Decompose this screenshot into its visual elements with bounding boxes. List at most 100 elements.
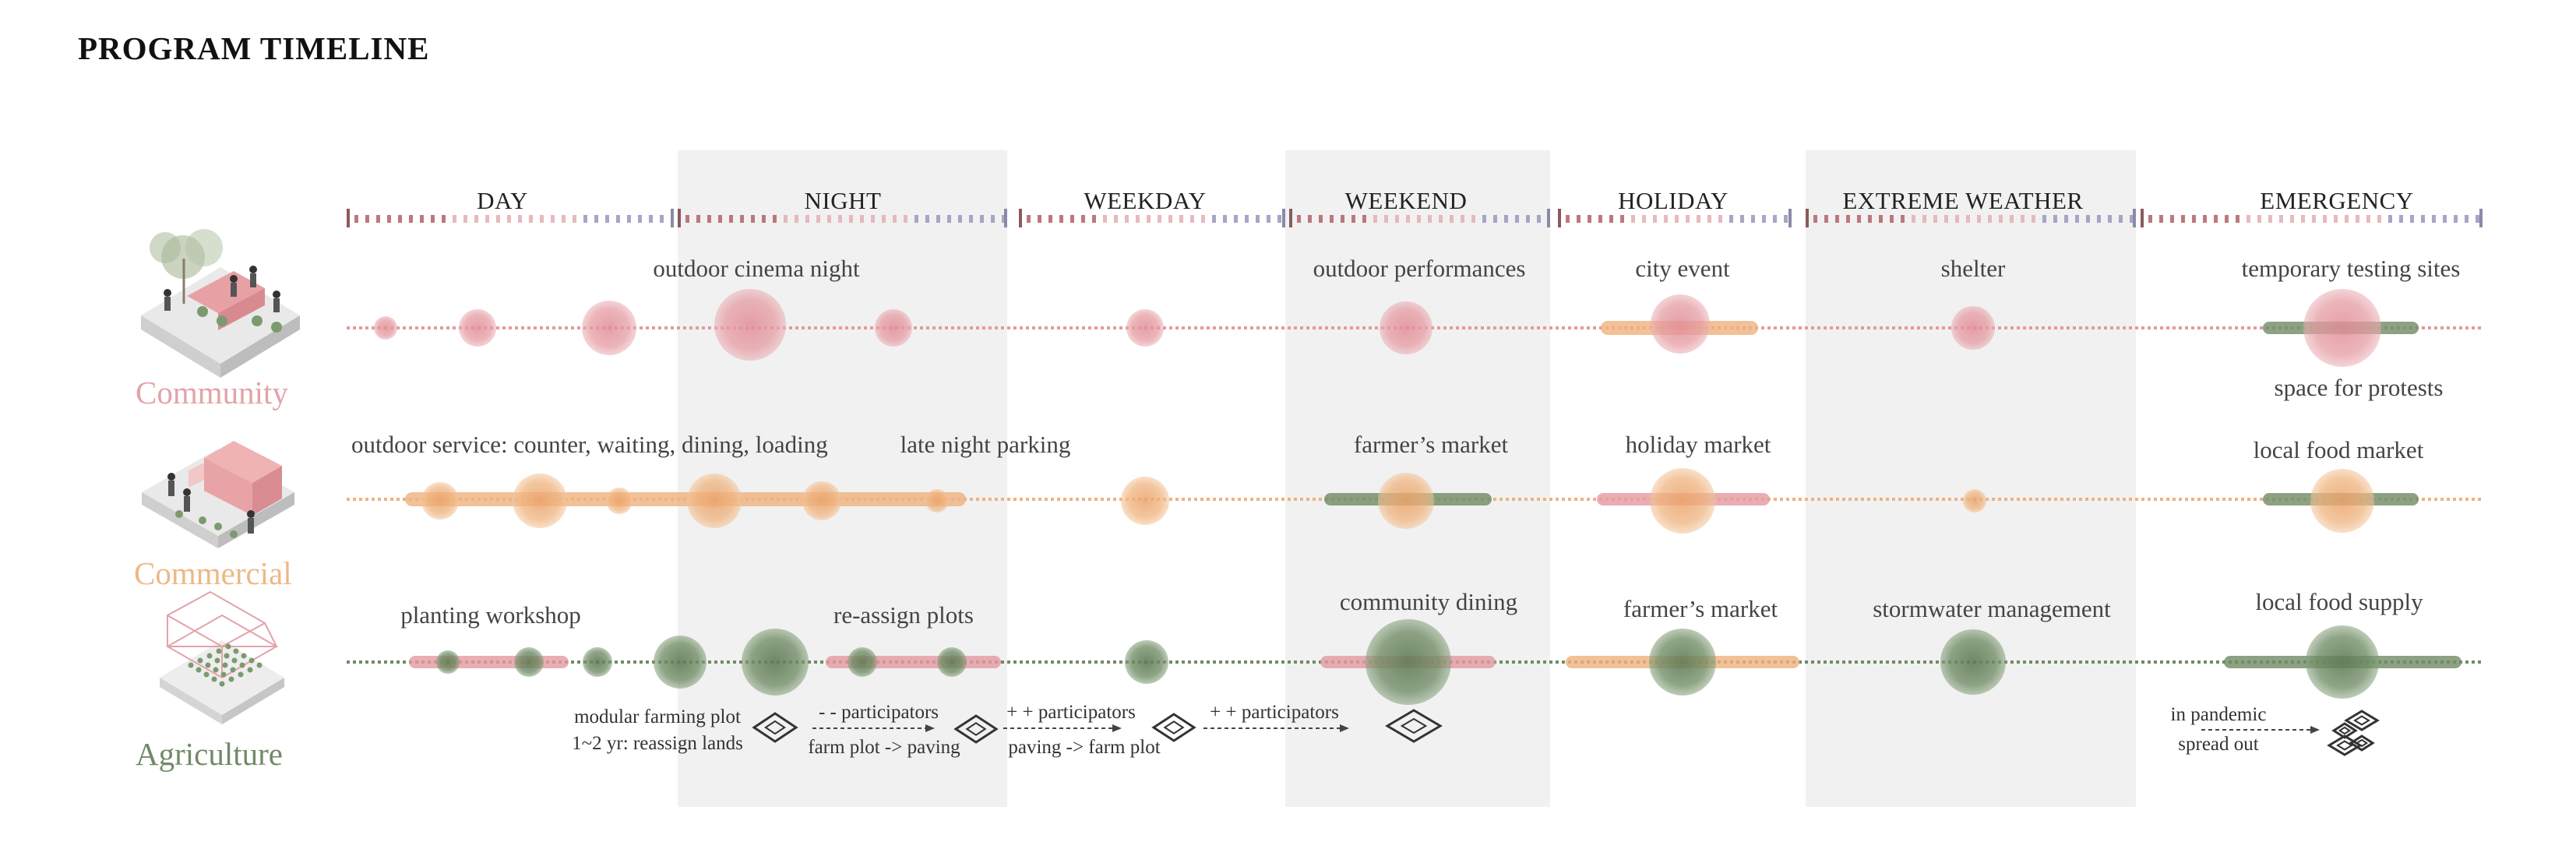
ruler-tick — [365, 215, 369, 223]
ruler-tick — [1482, 215, 1486, 223]
program-bubble — [1650, 468, 1715, 534]
program-bubble — [1366, 619, 1451, 705]
ruler-tick — [1653, 215, 1657, 223]
pink-deck — [187, 271, 265, 313]
ruler-tick — [1890, 215, 1894, 223]
annotation-text: - - participators — [819, 702, 939, 723]
ruler-tick — [2032, 215, 2035, 223]
greenhouse-frame — [221, 622, 266, 647]
plot-paving-icon — [953, 714, 999, 744]
program-bubble — [606, 488, 633, 514]
ruler-tick — [2225, 215, 2229, 223]
ruler-tick — [838, 215, 842, 223]
program-bar — [409, 656, 569, 668]
ruler-tick — [1824, 215, 1828, 223]
ruler-tick — [1428, 215, 1432, 223]
kiosk-front — [204, 458, 252, 516]
event-label: late night parking — [900, 431, 1071, 458]
program-bubble — [459, 309, 496, 347]
program-bubble — [875, 309, 912, 347]
ruler-tick — [1158, 215, 1161, 223]
ruler-tick — [718, 215, 722, 223]
ruler-tick — [376, 215, 380, 223]
program-bubble — [1651, 294, 1710, 354]
person-head — [183, 488, 191, 496]
program-bubble — [1126, 309, 1164, 347]
dashed-arrow — [1203, 724, 1349, 732]
ruler-tick — [882, 215, 886, 223]
diamond-inner — [965, 722, 987, 736]
iso-side — [141, 315, 220, 378]
ruler-tick — [1362, 215, 1366, 223]
ruler-tick — [1330, 215, 1334, 223]
ruler-tick — [2399, 215, 2403, 223]
ruler-tick — [2075, 215, 2079, 223]
ruler-tick — [740, 215, 744, 223]
event-label: outdoor cinema night — [653, 255, 860, 282]
ruler-tick — [751, 215, 755, 223]
ruler-tick — [2323, 215, 2327, 223]
shaded-column — [678, 150, 1007, 807]
ruler-tick — [1277, 215, 1281, 223]
program-bubble — [2306, 625, 2379, 699]
ruler-tick — [2290, 215, 2294, 223]
period-label-weekday: WEEKDAY — [1084, 187, 1206, 214]
ruler-tick — [936, 215, 940, 223]
ruler-tick — [1471, 215, 1475, 223]
ruler-tick — [398, 215, 402, 223]
shaded-column — [1806, 150, 2136, 807]
program-bubble — [937, 647, 967, 677]
ruler-tick — [1999, 215, 2003, 223]
crop — [225, 643, 231, 650]
ruler-tick — [573, 215, 576, 223]
program-bubble — [2303, 289, 2381, 367]
period-label-emergency: EMERGENCY — [2260, 187, 2413, 214]
greenhouse-icon — [160, 590, 284, 724]
ruler-tick — [849, 215, 853, 223]
crop — [220, 671, 227, 678]
diamond-inner — [1400, 717, 1428, 734]
ruler-tick — [453, 215, 456, 223]
ruler-tick — [1868, 215, 1872, 223]
crop — [197, 657, 203, 664]
tree-canopy — [150, 232, 181, 263]
ruler-tick — [387, 215, 391, 223]
ruler-tick — [2465, 215, 2469, 223]
crop — [248, 657, 255, 664]
ruler-tick — [540, 215, 544, 223]
crop — [241, 653, 247, 659]
program-bubble — [514, 647, 544, 677]
modular-plot-icon — [752, 712, 798, 743]
ruler-tick — [871, 215, 875, 223]
ruler-tick — [1835, 215, 1839, 223]
ruler-tick — [904, 215, 907, 223]
ruler-tick — [1879, 215, 1883, 223]
ruler-tick — [1081, 215, 1085, 223]
ruler-tick — [1912, 215, 1915, 223]
ruler-tick — [2170, 215, 2174, 223]
crop — [224, 653, 230, 659]
greenhouse-frame — [167, 615, 223, 647]
ruler-tick — [914, 215, 918, 223]
ruler-tick — [980, 215, 984, 223]
row-label-agriculture: Agriculture — [136, 736, 283, 772]
spread-plot-icon — [2344, 710, 2380, 731]
ruler-tick — [583, 215, 587, 223]
diamond-outline — [1151, 713, 1196, 742]
plant — [199, 516, 206, 524]
diamond-inner — [1163, 720, 1185, 734]
period-ruler — [347, 209, 674, 227]
ruler-tick — [1598, 215, 1602, 223]
plant — [214, 523, 222, 530]
program-bubble — [1121, 477, 1169, 525]
iso-side — [142, 492, 218, 548]
ruler-tick — [1784, 215, 1788, 223]
event-label: community dining — [1340, 588, 1517, 615]
ruler-tick — [1955, 215, 1959, 223]
ruler-tick — [1059, 215, 1063, 223]
diamond-inner — [2355, 738, 2369, 748]
ruler-tick — [442, 215, 446, 223]
event-label: holiday market — [1626, 431, 1771, 458]
program-bubble — [1125, 640, 1168, 684]
